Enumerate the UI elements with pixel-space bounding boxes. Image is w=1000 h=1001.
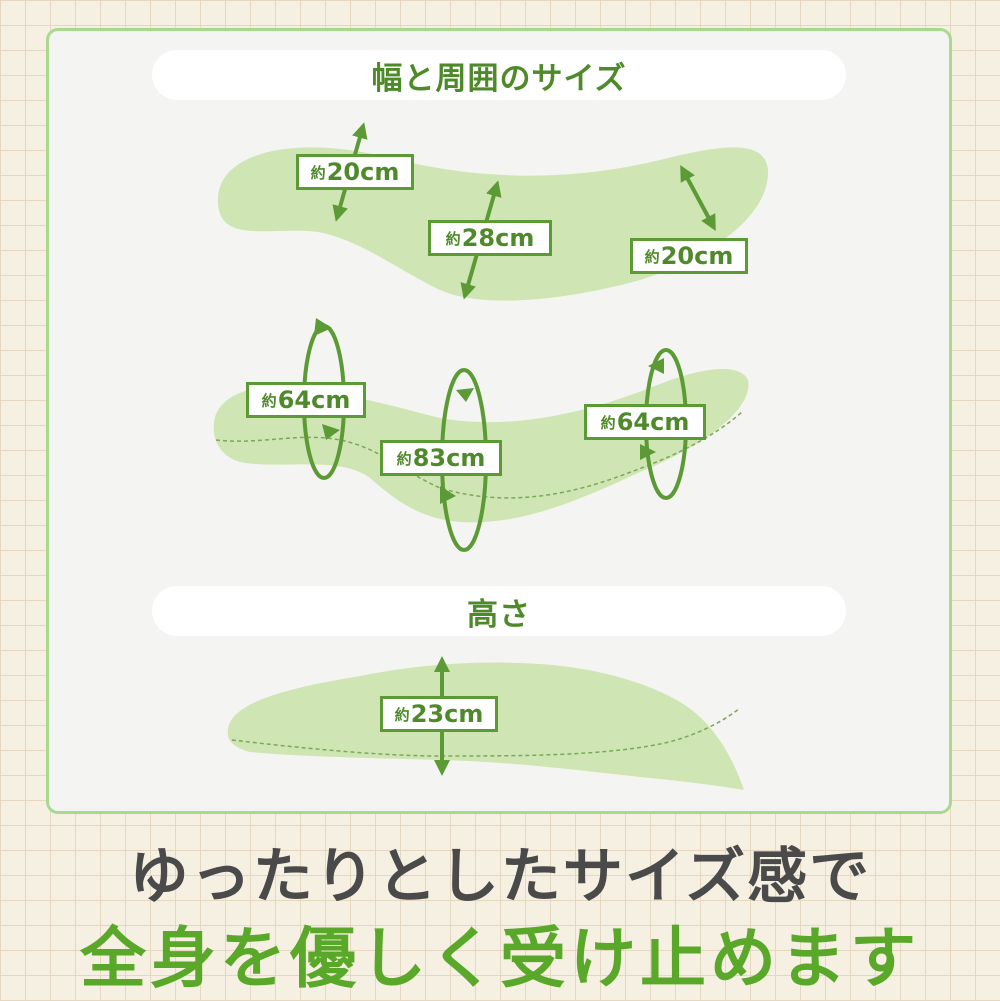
approx-prefix: 約 [394, 705, 410, 724]
girth-center-arrowhead-2 [456, 388, 474, 402]
caption-line-2: 全身を優しく受け止めます [80, 920, 920, 997]
girth-left-arrowhead [314, 318, 332, 336]
approx-prefix: 約 [644, 247, 660, 266]
width-right-value: 20cm [660, 242, 734, 270]
pillow-girth-seam [215, 411, 743, 499]
girth-left-value: 64cm [277, 386, 351, 414]
girth-center-value: 83cm [412, 444, 486, 472]
girth-center-arrowhead [440, 486, 456, 504]
approx-prefix: 約 [261, 391, 277, 410]
girth-right-value: 64cm [616, 408, 690, 436]
height-value: 23cm [410, 700, 484, 728]
approx-prefix: 約 [600, 413, 616, 432]
width-girth-section-title: 幅と周囲のサイズ [152, 50, 846, 100]
approx-prefix: 約 [445, 229, 461, 248]
width-center-value: 28cm [461, 224, 535, 252]
height-section-title: 高さ [152, 586, 846, 636]
approx-prefix: 約 [310, 163, 326, 182]
caption-line-1: ゆったりとしたサイズ感で [128, 842, 872, 912]
girth-right-arrowhead-2 [640, 444, 656, 460]
width-right-arrow [680, 164, 716, 232]
pillow-side-seam [231, 707, 741, 757]
girth-right-arrowhead [648, 358, 664, 374]
approx-prefix: 約 [396, 449, 412, 468]
girth-left-arrowhead-2 [322, 424, 340, 440]
width-left-value: 20cm [326, 158, 400, 186]
